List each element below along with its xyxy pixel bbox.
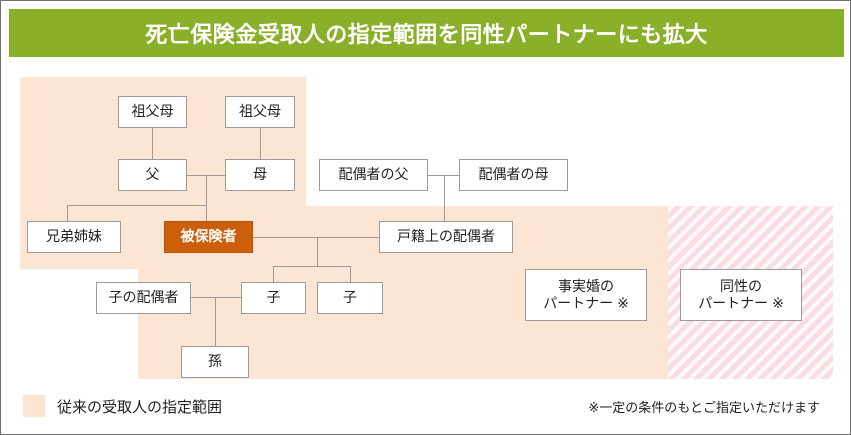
connector-bus-to-siblings <box>67 205 68 221</box>
connector-grandparents-maternal-to-mother <box>260 128 261 159</box>
legend-label-existing-scope: 従来の受取人の指定範囲 <box>57 398 223 416</box>
node-insured[interactable]: 被保険者 <box>164 221 253 253</box>
node-same-sex-partner[interactable]: 同性の パートナー ※ <box>680 269 802 321</box>
node-grandchild[interactable]: 孫 <box>181 346 249 378</box>
node-grandparents-paternal[interactable]: 祖父母 <box>118 96 187 128</box>
connector-spouse-parents-to-legal-spouse <box>444 175 445 221</box>
connector-insured-legal-spouse-marriage <box>253 237 379 238</box>
connector-child-bus <box>273 266 350 267</box>
node-mother[interactable]: 母 <box>225 159 295 191</box>
connector-parents-to-children-bus <box>206 175 207 205</box>
node-common-law-partner[interactable]: 事実婚の パートナー ※ <box>525 269 647 321</box>
connector-bus-to-child-2 <box>350 266 351 282</box>
node-spouse-mother[interactable]: 配偶者の母 <box>459 159 568 191</box>
connector-child-marriage-to-grandchild <box>215 297 216 346</box>
node-child-1[interactable]: 子 <box>241 282 306 314</box>
node-legal-spouse[interactable]: 戸籍上の配偶者 <box>379 221 513 253</box>
connector-child-spouse-marriage <box>191 297 241 298</box>
node-siblings[interactable]: 兄弟姉妹 <box>27 221 121 253</box>
node-father[interactable]: 父 <box>118 159 187 191</box>
connector-grandparents-paternal-to-father <box>152 128 153 159</box>
connector-children-bus <box>67 205 206 206</box>
connector-marriage-to-child-bus <box>317 237 318 266</box>
footnote-text: ※一定の条件のもとご指定いただけます <box>588 400 820 415</box>
connector-bus-to-insured <box>206 205 207 221</box>
legend-swatch-existing-scope <box>23 395 45 417</box>
connector-bus-to-child-1 <box>273 266 274 282</box>
node-grandparents-maternal[interactable]: 祖父母 <box>225 96 295 128</box>
connector-spouse-parents-marriage <box>428 175 459 176</box>
legend: 従来の受取人の指定範囲 <box>23 395 222 417</box>
page-title: 死亡保険金受取人の指定範囲を同性パートナーにも拡大 <box>145 22 708 47</box>
node-spouse-father[interactable]: 配偶者の父 <box>319 159 428 191</box>
page-title-bar: 死亡保険金受取人の指定範囲を同性パートナーにも拡大 <box>9 9 844 57</box>
node-child-2[interactable]: 子 <box>317 282 383 314</box>
node-child-spouse[interactable]: 子の配偶者 <box>96 282 191 314</box>
